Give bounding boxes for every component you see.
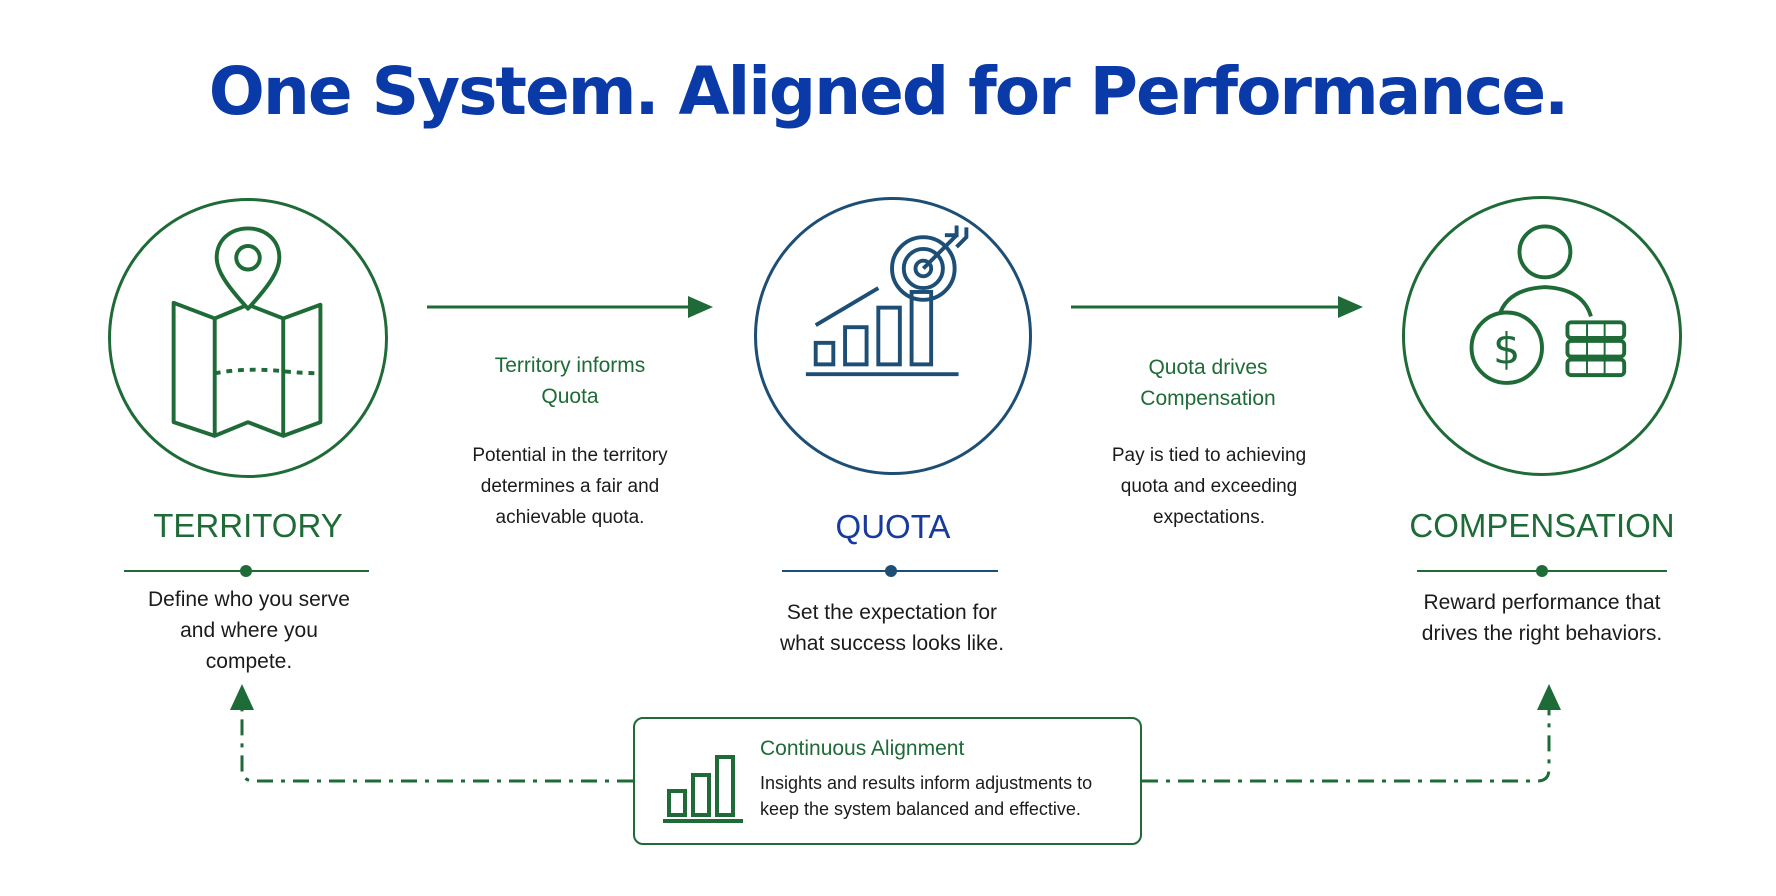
compensation-divider-dot <box>1536 565 1548 577</box>
territory-quota-label: Territory informs Quota <box>494 354 646 408</box>
arrow-territory-quota-head <box>688 296 713 318</box>
alignment-title: Continuous Alignment <box>760 737 965 760</box>
continuous-alignment-box <box>633 717 1142 845</box>
compensation-heading: COMPENSATION <box>1409 507 1675 544</box>
territory-circle <box>108 198 388 478</box>
feedback-arrow-up-left <box>230 684 254 710</box>
bar-chart-icon <box>663 755 743 823</box>
person-money-icon: $ <box>1469 224 1627 385</box>
territory-description: Define who you serve and where you compe… <box>148 588 350 673</box>
quota-divider-dot <box>885 565 897 577</box>
alignment-description: Insights and results inform adjustments … <box>760 773 1093 819</box>
quota-comp-description: Pay is tied to achieving quota and excee… <box>1111 445 1307 528</box>
target-growth-icon <box>805 225 969 377</box>
svg-text:$: $ <box>1493 324 1520 374</box>
feedback-loop-left <box>240 710 633 783</box>
quota-description: Set the expectation for what success loo… <box>779 601 1005 655</box>
feedback-loop-right <box>1142 710 1551 783</box>
arrow-quota-comp-head <box>1338 296 1363 318</box>
page-title: One System. Aligned for Performance. <box>208 53 1569 130</box>
territory-divider-dot <box>240 565 252 577</box>
quota-comp-label: Quota drives Compensation <box>1140 356 1276 410</box>
quota-circle <box>754 197 1032 475</box>
quota-heading: QUOTA <box>835 508 951 545</box>
territory-heading: TERRITORY <box>153 507 343 544</box>
map-pin-icon <box>171 226 323 438</box>
territory-quota-description: Potential in the territory determines a … <box>472 445 668 528</box>
compensation-description: Reward performance that drives the right… <box>1421 591 1663 645</box>
compensation-circle: $ <box>1402 196 1682 476</box>
feedback-arrow-up-right <box>1537 684 1561 710</box>
